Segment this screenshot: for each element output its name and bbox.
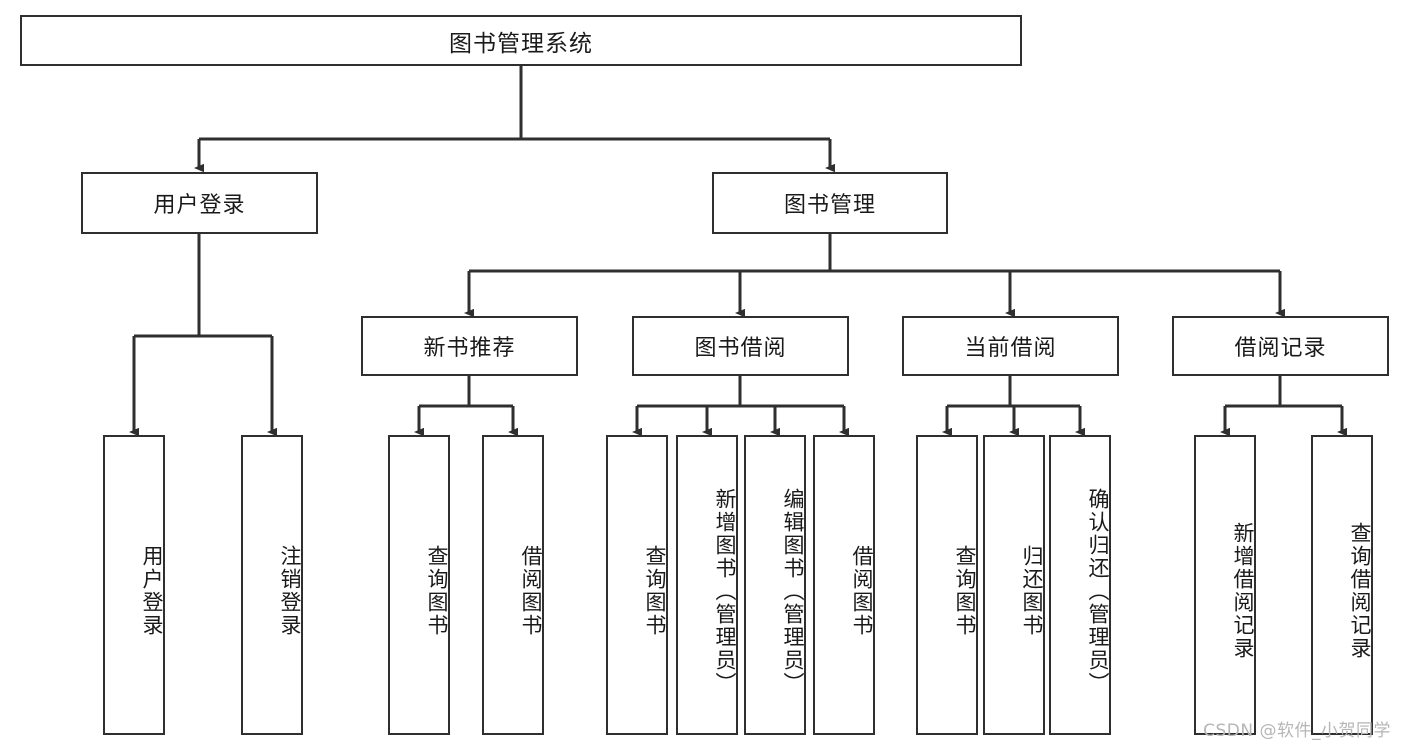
node-book-borrow[interactable]: 图书借阅 <box>632 316 849 376</box>
leaf-confirm-return-admin[interactable]: 确认归还（管理员） <box>1049 435 1111 735</box>
leaf-add-book-admin[interactable]: 新增图书（管理员） <box>676 435 738 735</box>
node-book-management[interactable]: 图书管理 <box>712 172 948 234</box>
leaf-return-book[interactable]: 归还图书 <box>983 435 1045 735</box>
node-user-login[interactable]: 用户登录 <box>81 172 318 234</box>
leaf-add-borrow-record[interactable]: 新增借阅记录 <box>1194 435 1256 735</box>
leaf-query-book-borrow[interactable]: 查询图书 <box>606 435 668 735</box>
node-current-borrow[interactable]: 当前借阅 <box>902 316 1119 376</box>
leaf-user-login[interactable]: 用户登录 <box>103 435 165 735</box>
node-new-book-recommend[interactable]: 新书推荐 <box>361 316 578 376</box>
node-borrow-record[interactable]: 借阅记录 <box>1172 316 1389 376</box>
leaf-edit-book-admin[interactable]: 编辑图书（管理员） <box>744 435 806 735</box>
leaf-query-book-recommend[interactable]: 查询图书 <box>388 435 450 735</box>
leaf-logout-login[interactable]: 注销登录 <box>241 435 303 735</box>
leaf-query-book-current[interactable]: 查询图书 <box>916 435 978 735</box>
leaf-query-borrow-record[interactable]: 查询借阅记录 <box>1311 435 1373 735</box>
node-root-book-management-system[interactable]: 图书管理系统 <box>20 15 1022 66</box>
leaf-borrow-book-recommend[interactable]: 借阅图书 <box>482 435 544 735</box>
leaf-borrow-book[interactable]: 借阅图书 <box>813 435 875 735</box>
